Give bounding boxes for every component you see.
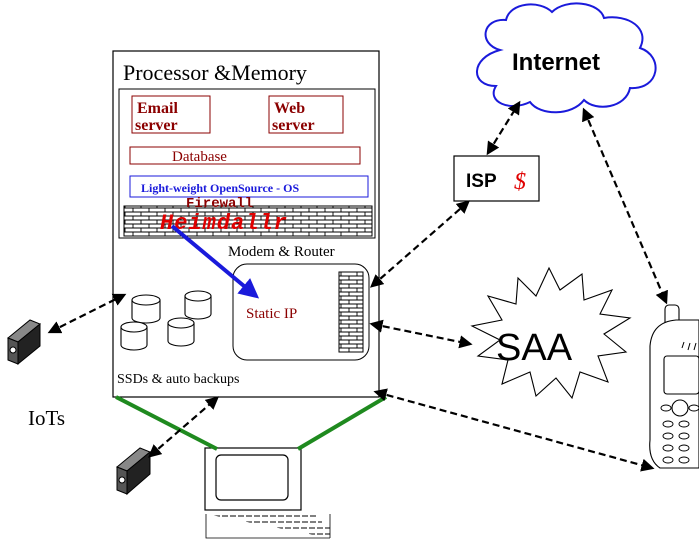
isp-box: ISP $ <box>453 155 540 202</box>
saa-label: SAA <box>496 327 573 369</box>
iot-camera-icon <box>7 319 41 366</box>
static-ip-label: Static IP <box>246 306 297 322</box>
database-box <box>129 146 361 165</box>
email-server-box <box>131 95 211 134</box>
router-wall <box>338 271 364 353</box>
modem-router-box <box>232 263 370 361</box>
email-server-label-1: Email <box>137 100 178 117</box>
email-server-label-2: server <box>135 117 178 134</box>
os-box <box>129 175 369 198</box>
web-server-label-2: server <box>272 117 315 134</box>
server-title: Processor &Memory <box>123 60 307 85</box>
iots-label: IoTs <box>28 406 65 430</box>
arrow-router-saa <box>369 319 473 349</box>
arrow-isp-internet <box>486 100 521 156</box>
internet-cloud: Internet <box>476 2 657 114</box>
isp-label: ISP <box>466 171 497 192</box>
isp-dollar-symbol: $ <box>514 169 526 195</box>
server-box: Processor &Memory Email server Web serve… <box>112 50 380 398</box>
ssd-storage-icon <box>120 290 212 351</box>
mobile-phone-icon <box>649 304 699 469</box>
modem-router-label: Modem & Router <box>228 244 335 260</box>
database-label: Database <box>172 149 227 165</box>
web-server-box <box>268 95 344 134</box>
saa-starburst: SAA <box>470 266 632 400</box>
web-server-label-1: Web <box>274 100 305 117</box>
internet-label: Internet <box>512 49 600 76</box>
green-cable-right <box>296 395 388 451</box>
connection-arrows <box>47 100 668 472</box>
os-label: Light-weight OpenSource - OS <box>141 181 299 195</box>
arrow-iot2-server <box>148 396 219 458</box>
arrow-router-isp <box>370 200 470 288</box>
storage-label: SSDs & auto backups <box>117 372 240 387</box>
iot-camera-icon-2 <box>116 447 151 496</box>
laptop-icon <box>204 447 331 539</box>
arrow-server-phone <box>373 388 655 472</box>
firewall-to-static-ip-arrow <box>170 224 260 299</box>
firewall-label: Firewall <box>186 196 253 212</box>
arrow-internet-phone <box>582 107 668 305</box>
arrow-iot-server <box>47 293 127 334</box>
